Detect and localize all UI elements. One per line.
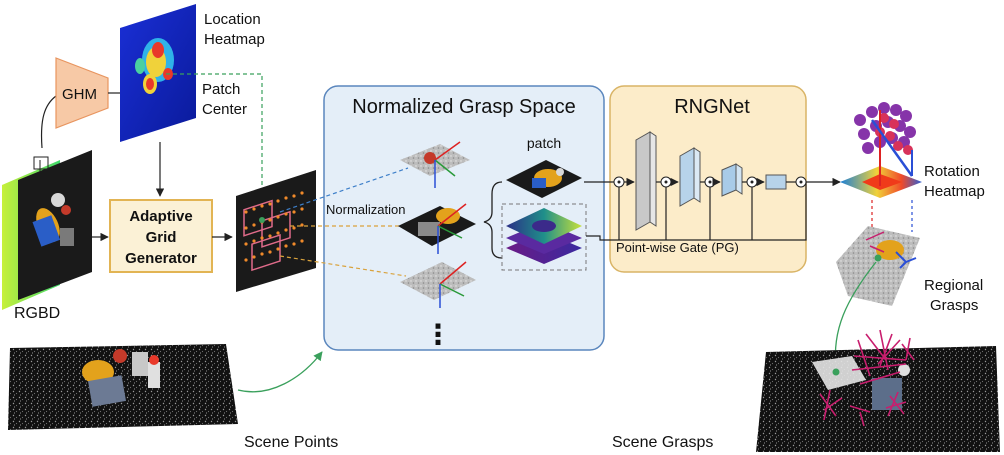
rgb-patch xyxy=(506,160,582,198)
ghm-label: GHM xyxy=(62,86,97,103)
rotation-heatmap-label-line2: Heatmap xyxy=(924,183,985,200)
rgbd-to-ghm-link xyxy=(40,95,57,149)
conv-block-4 xyxy=(765,174,787,190)
patch-center-label-line2: Center xyxy=(202,101,247,118)
patch-center-label-line1: Patch xyxy=(202,81,240,98)
regional-grasps-image xyxy=(836,226,920,306)
conv-block-3 xyxy=(721,163,737,197)
ellipsis-marker: ⋮ xyxy=(424,319,452,350)
patch-label: patch xyxy=(527,135,561,151)
gate-3 xyxy=(704,176,716,188)
rgb-objects xyxy=(32,193,74,247)
feature-layers xyxy=(506,208,582,264)
normalized-grasp-space-title: Normalized Grasp Space xyxy=(352,96,575,118)
feature-layers-frame xyxy=(501,203,587,271)
rngnet-title: RNGNet xyxy=(674,96,750,118)
gate-4 xyxy=(746,176,758,188)
brace xyxy=(483,181,503,259)
normalization-label: Normalization xyxy=(326,202,405,217)
location-heatmap-label-line1: Location xyxy=(204,11,261,28)
gate-2 xyxy=(660,176,672,188)
scene-grasps-label: Scene Grasps xyxy=(612,434,713,451)
rgbd-input-stack xyxy=(2,150,92,310)
normalized-patch-1 xyxy=(400,141,470,188)
rgbd-label: RGBD xyxy=(14,305,60,322)
rotation-heatmap-label-line1: Rotation xyxy=(924,163,980,180)
agg-label-line3: Generator xyxy=(125,250,197,267)
rotation-heatmap-image xyxy=(840,102,922,198)
regional-grasps-label-line2: Grasps xyxy=(930,297,978,314)
gate-1 xyxy=(613,176,625,188)
blue-dash-connector xyxy=(279,167,409,213)
regional-grasps-label-line1: Regional xyxy=(924,277,983,294)
gate-5 xyxy=(795,176,807,188)
location-heatmap-label-line2: Heatmap xyxy=(204,31,265,48)
location-heatmap-image xyxy=(120,4,196,142)
grid-patches-image xyxy=(236,170,316,292)
ghm-block xyxy=(55,57,109,129)
conv-block-1 xyxy=(635,131,651,231)
pointwise-gate-label: Point-wise Gate (PG) xyxy=(616,240,739,255)
scene-to-ngs-arrow xyxy=(237,351,323,393)
feature-bypass-line xyxy=(586,182,807,241)
agg-label-line2: Grid xyxy=(146,229,177,246)
normalized-patch-2 xyxy=(398,203,476,254)
adaptive-grid-generator-box xyxy=(109,199,213,273)
orange-dash-connector-2 xyxy=(279,255,407,277)
scene-grasps-image xyxy=(756,329,1000,452)
patch-center-guide xyxy=(166,73,263,196)
agg-label-line1: Adaptive xyxy=(129,208,192,225)
scene-points-image xyxy=(8,344,238,430)
scene-points-label: Scene Points xyxy=(244,434,338,451)
rngnet-layers xyxy=(612,131,841,240)
normalized-patch-3 xyxy=(400,261,476,308)
conv-block-2 xyxy=(679,147,695,207)
